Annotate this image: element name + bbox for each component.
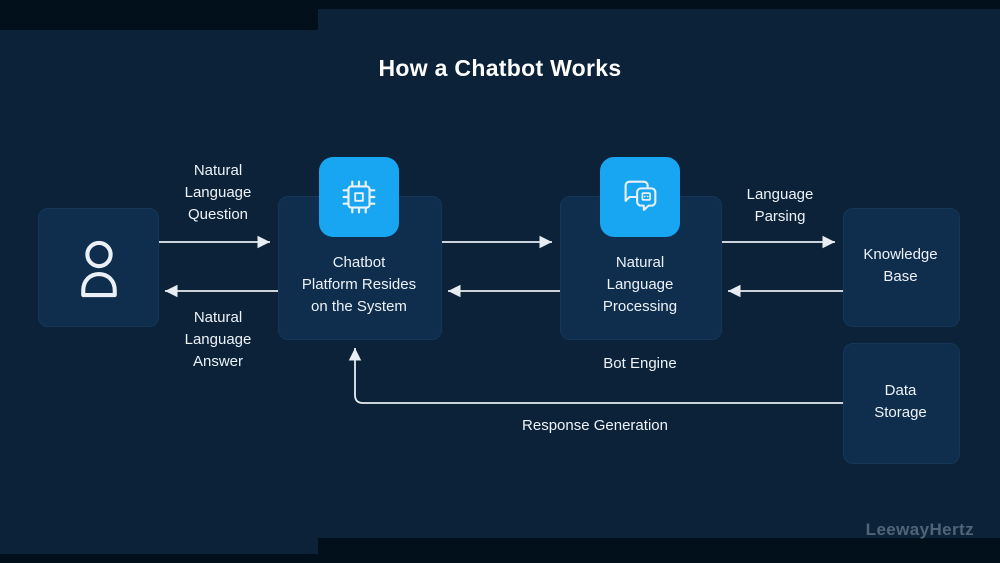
chat-bubbles-icon: [624, 180, 657, 211]
chatbot-platform-label: Chatbot Platform Resides on the System: [301, 254, 417, 315]
response-generation-edge-label: Response Generation: [522, 417, 668, 434]
brand-watermark: LeewayHertz: [865, 520, 974, 539]
chat-icon-tile: [600, 157, 680, 237]
bottom-left-bar: [0, 554, 318, 563]
knowledge-base-label: Knowledge Base: [863, 246, 938, 285]
language-parsing-edge-label: Language Parsing: [746, 186, 814, 225]
page-title: How a Chatbot Works: [378, 55, 622, 81]
data-storage-label: Data Storage: [874, 382, 927, 421]
question-edge-label: Natural Language Question: [184, 162, 252, 223]
user-icon: [80, 240, 117, 297]
bottom-right-bar: [318, 538, 1000, 563]
cpu-chip-icon: [342, 180, 376, 214]
node-user: [38, 208, 159, 327]
node-data-storage: [843, 343, 960, 464]
node-knowledge-base: [843, 208, 960, 327]
chip-icon-tile: [319, 157, 399, 237]
top-left-bar: [0, 0, 318, 30]
top-right-bar: [318, 0, 1000, 9]
answer-edge-label: Natural Language Answer: [184, 309, 252, 370]
bot-engine-caption: Bot Engine: [603, 355, 677, 372]
nlp-label: Natural Language Processing: [602, 254, 678, 315]
